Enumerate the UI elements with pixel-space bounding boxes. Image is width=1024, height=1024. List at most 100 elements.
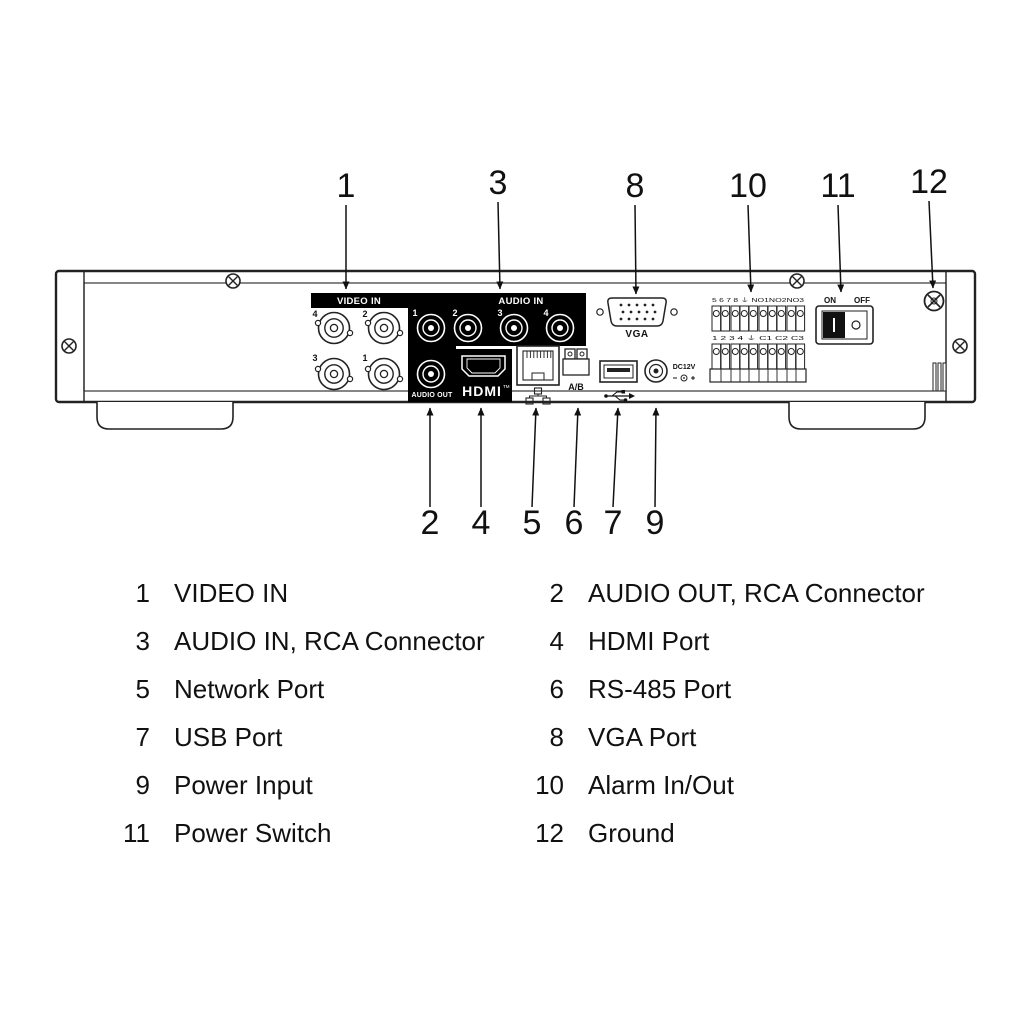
callout-number: 3 — [489, 164, 508, 202]
bnc-channel-label: 3 — [312, 353, 317, 363]
legend-item: 1 VIDEO IN — [112, 578, 485, 608]
legend-item: 6 RS-485 Port — [526, 674, 925, 704]
alarm-terminal-block: 5 6 7 8 ⏚ NO1NO2NO3 1 2 3 4 ⏚ C1 C2 C3 — [709, 297, 807, 383]
rs485-label: A/B — [568, 382, 584, 392]
dc12v-label: DC12V — [673, 364, 696, 371]
legend-item: 4 HDMI Port — [526, 626, 925, 656]
callout-number: 8 — [626, 167, 645, 205]
callout-number: 7 — [604, 504, 623, 542]
callout-number: 6 — [565, 504, 584, 542]
legend-label: AUDIO IN, RCA Connector — [174, 626, 485, 656]
callout-9: 9 — [646, 407, 664, 542]
vga-label: VGA — [625, 329, 648, 340]
screw-icon — [225, 273, 241, 289]
bnc-channel-label: 2 — [362, 309, 367, 319]
callout-10: 10 — [729, 167, 767, 293]
legend-item: 10 Alarm In/Out — [526, 770, 925, 800]
power-switch: ON OFF — [815, 296, 874, 345]
legend-number: 1 — [135, 578, 150, 608]
callout-5: 5 — [523, 407, 542, 542]
legend-label: VGA Port — [588, 722, 697, 752]
audio-channel-label: 4 — [543, 308, 548, 318]
ground-screw — [923, 290, 945, 312]
bnc-channel-label: 1 — [362, 353, 367, 363]
ethernet-icon — [525, 387, 551, 405]
power-switch-on-label: ON — [824, 296, 836, 305]
rca-connector — [499, 313, 529, 343]
legend-label: USB Port — [174, 722, 283, 752]
legend-item: 5 Network Port — [112, 674, 485, 704]
bnc-channel-label: 4 — [312, 309, 317, 319]
callout-8: 8 — [626, 167, 645, 295]
legend-number: 10 — [535, 770, 564, 800]
callout-11: 11 — [820, 167, 856, 293]
alarm-label-row1: 5 6 7 8 ⏚ NO1NO2NO3 — [712, 297, 804, 304]
legend-column-left: 1 VIDEO IN 3 AUDIO IN, RCA Connector 5 N… — [112, 578, 485, 848]
rs485-terminal: A/B — [562, 348, 590, 392]
legend-label: Power Input — [174, 770, 313, 800]
callout-3: 3 — [489, 164, 508, 290]
rca-connector — [545, 313, 575, 343]
legend-label: Ground — [588, 818, 675, 848]
rca-connector — [416, 313, 446, 343]
video-in-label: VIDEO IN — [337, 296, 381, 307]
callout-number: 5 — [523, 504, 542, 542]
audio-channel-label: 2 — [452, 308, 457, 318]
foot-left — [96, 402, 234, 430]
rca-connector — [453, 313, 483, 343]
audio-channel-label: 1 — [412, 308, 417, 318]
callout-7: 7 — [604, 407, 623, 542]
legend-column-right: 2 AUDIO OUT, RCA Connector 4 HDMI Port 6… — [526, 578, 925, 848]
audio-out-label: AUDIO OUT — [411, 392, 453, 399]
power-switch-off-label: OFF — [854, 296, 870, 305]
network-port — [516, 345, 560, 405]
polarity-icon — [673, 374, 695, 382]
screw-icon — [61, 338, 77, 354]
legend-label: Network Port — [174, 674, 325, 704]
hdmi-tm-label: TM — [503, 384, 510, 389]
audio-in-section: AUDIO IN 2 3 4 — [452, 293, 586, 346]
usb-port — [599, 360, 638, 402]
vent-slots — [932, 362, 947, 392]
audio-channel-label: 3 — [497, 308, 502, 318]
hdmi-label: HDMI — [462, 383, 502, 399]
audio-out-section: 1 AUDIO OUT — [408, 293, 456, 402]
callout-2: 2 — [421, 407, 440, 542]
rca-connector — [416, 359, 446, 389]
audio-in-label: AUDIO IN — [498, 296, 543, 307]
legend-number: 7 — [135, 722, 150, 752]
legend-number: 12 — [535, 818, 564, 848]
callout-number: 4 — [472, 504, 491, 542]
legend-label: Alarm In/Out — [588, 770, 734, 800]
legend-label: Power Switch — [174, 818, 332, 848]
vga-port: VGA — [596, 297, 678, 340]
legend-label: VIDEO IN — [174, 578, 289, 608]
legend-number: 9 — [135, 770, 150, 800]
legend-number: 5 — [135, 674, 150, 704]
legend-item: 3 AUDIO IN, RCA Connector — [112, 626, 485, 656]
legend-number: 6 — [549, 674, 564, 704]
foot-right — [788, 402, 926, 430]
power-input-jack: DC12V — [644, 359, 696, 383]
legend-item: 12 Ground — [526, 818, 925, 848]
callout-number: 11 — [820, 167, 855, 205]
callout-number: 2 — [421, 504, 440, 542]
legend-number: 8 — [549, 722, 564, 752]
legend-item: 8 VGA Port — [526, 722, 925, 752]
legend-item: 9 Power Input — [112, 770, 485, 800]
legend-label: AUDIO OUT, RCA Connector — [588, 578, 925, 608]
video-in-section: VIDEO IN 4 2 3 1 — [311, 293, 408, 391]
screw-icon — [952, 338, 968, 354]
legend-label: HDMI Port — [588, 626, 710, 656]
callout-12: 12 — [910, 163, 948, 289]
legend-number: 4 — [549, 626, 564, 656]
hdmi-port: HDMI TM — [456, 349, 512, 402]
callout-4: 4 — [472, 407, 491, 542]
legend-item: 7 USB Port — [112, 722, 485, 752]
screw-icon — [789, 273, 805, 289]
legend-item: 11 Power Switch — [112, 818, 485, 848]
callout-number: 12 — [910, 163, 948, 201]
usb-icon — [604, 390, 635, 402]
callout-number: 1 — [337, 167, 356, 205]
